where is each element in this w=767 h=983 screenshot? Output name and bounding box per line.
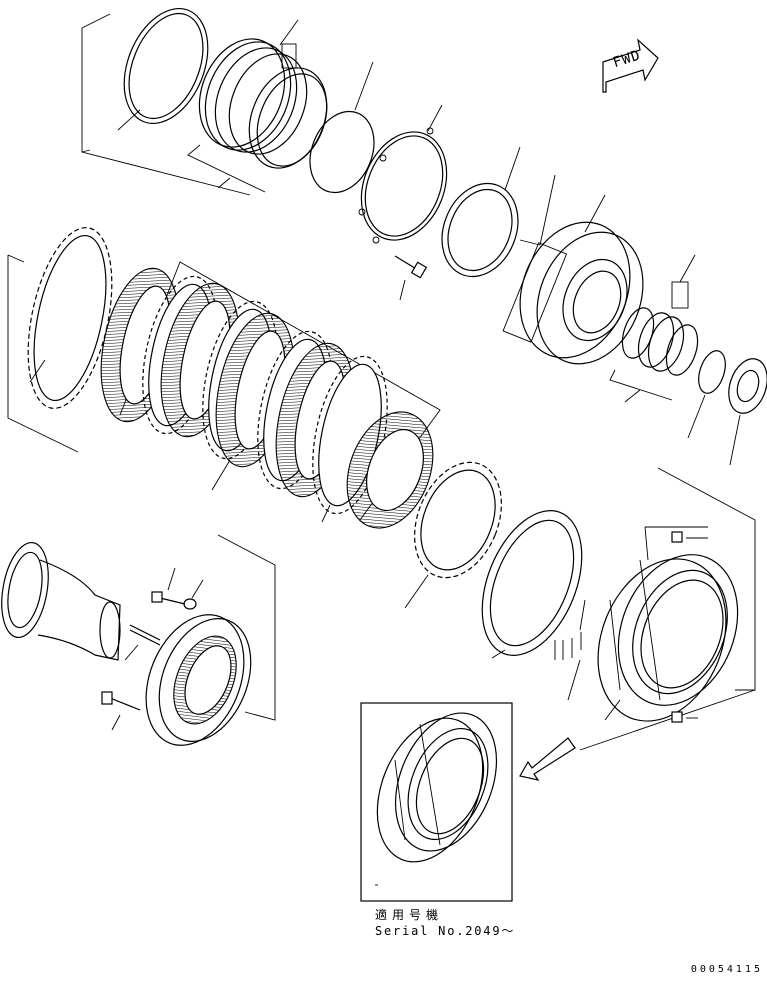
top-group-bracket [81, 13, 251, 196]
brake-housing [597, 554, 739, 722]
seal-ring [441, 146, 521, 278]
ring-set-right [609, 254, 699, 403]
washer-housing [183, 579, 204, 610]
figure-code: 00054115 [690, 964, 763, 975]
hub-carrier [502, 174, 644, 365]
bolt-housing-b [101, 691, 141, 731]
direction-arrow-icon [602, 38, 659, 93]
bearing-housing [145, 534, 276, 746]
applicability-note-jp: 適用号機 [375, 908, 444, 922]
small-ring [687, 350, 726, 439]
serial-variant-inset [360, 702, 513, 902]
indicator-arrow-icon [519, 737, 576, 781]
friction-disc-5 [346, 411, 434, 529]
pin-set [554, 599, 586, 701]
oil-seal [728, 358, 767, 466]
plug-bottom [671, 711, 698, 723]
plug-top [644, 526, 708, 561]
applicability-note-serial: Serial No.2049～ [375, 924, 516, 938]
brake-housing-bracket [579, 467, 756, 751]
separator-plate-right [404, 461, 502, 609]
axle-shaft-flange [1, 541, 121, 661]
snap-ring-large [117, 7, 209, 131]
thrust-plate [481, 510, 583, 659]
retainer-plate [358, 104, 448, 244]
piston-assembly [187, 19, 328, 193]
bolt-small [394, 255, 428, 301]
long-bolt [124, 624, 161, 661]
o-ring [309, 61, 375, 194]
bolt-housing-a [151, 567, 186, 605]
disc-leader-lines [211, 459, 331, 523]
